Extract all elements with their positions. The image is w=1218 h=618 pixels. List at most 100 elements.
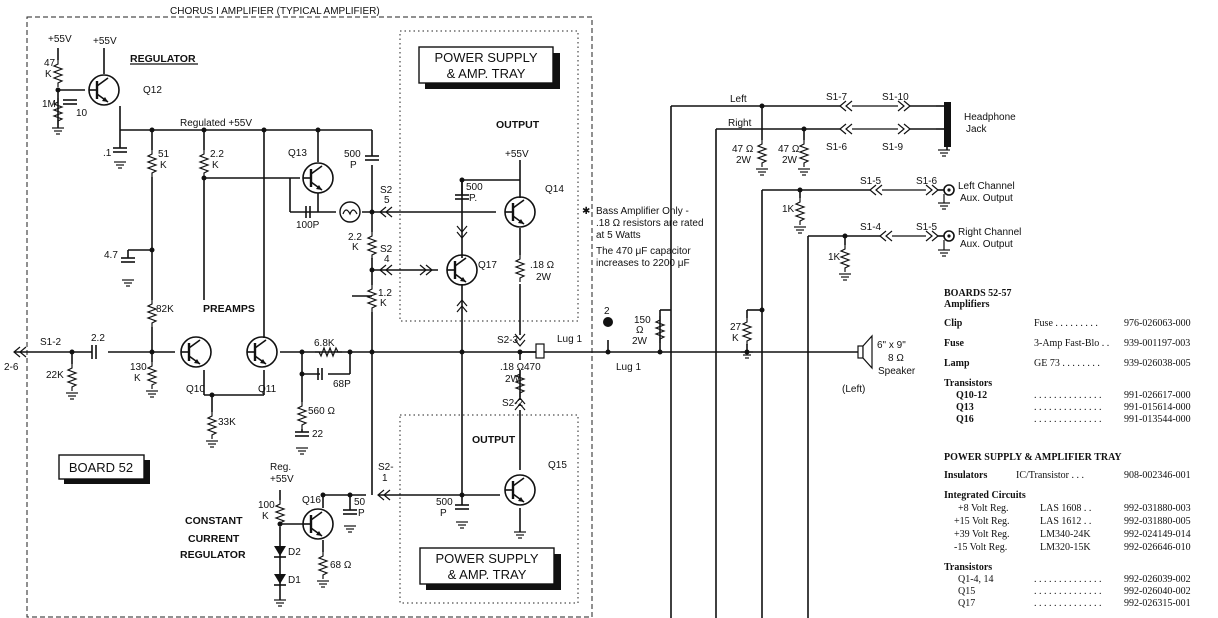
svg-text:POWER SUPPLY: POWER SUPPLY — [434, 50, 537, 65]
svg-text:992-026315-001: 992-026315-001 — [1124, 598, 1191, 609]
svg-text:50: 50 — [354, 497, 366, 508]
svg-text:Q14: Q14 — [545, 184, 564, 195]
svg-text:K: K — [212, 160, 219, 171]
svg-text:Integrated Circuits: Integrated Circuits — [944, 490, 1026, 501]
transistor-q16 — [301, 507, 335, 541]
svg-text:Insulators: Insulators — [944, 470, 987, 481]
svg-text:REGULATOR: REGULATOR — [130, 53, 196, 65]
svg-text:Speaker: Speaker — [878, 366, 916, 377]
svg-text:K: K — [262, 511, 269, 522]
svg-text:Transistors: Transistors — [944, 378, 992, 389]
svg-text:150: 150 — [634, 315, 651, 326]
transistor-q13 — [301, 161, 335, 195]
svg-text:10: 10 — [76, 108, 88, 119]
svg-text:.18 Ω: .18 Ω — [500, 362, 525, 373]
svg-text:K: K — [352, 242, 359, 253]
transistor-q10 — [179, 335, 213, 369]
svg-text:2.2: 2.2 — [348, 232, 362, 243]
svg-text:130: 130 — [130, 362, 147, 373]
svg-text:K: K — [160, 160, 167, 171]
svg-text:1.2: 1.2 — [378, 288, 392, 299]
svg-text:Q17: Q17 — [958, 598, 975, 609]
svg-text:✱: ✱ — [582, 206, 590, 217]
svg-text:6.8K: 6.8K — [314, 338, 335, 349]
svg-text:Q15: Q15 — [958, 586, 975, 597]
svg-text:1K: 1K — [782, 204, 795, 215]
svg-text:.18 Ω resistors are rated: .18 Ω resistors are rated — [596, 218, 704, 229]
svg-text:POWER SUPPLY & AMPLIFIER TRAY: POWER SUPPLY & AMPLIFIER TRAY — [944, 452, 1122, 463]
parts-list: BOARDS 52-57 Amplifiers Clip Fuse . . . … — [944, 288, 1191, 609]
svg-text:S1-10: S1-10 — [882, 92, 909, 103]
svg-text:992-026646-010: 992-026646-010 — [1124, 542, 1191, 553]
wiring — [14, 48, 944, 618]
transistor-q12 — [87, 73, 121, 107]
svg-text:+55V: +55V — [48, 34, 72, 45]
svg-text:Right: Right — [728, 118, 752, 129]
svg-text:(Left): (Left) — [842, 384, 865, 395]
svg-text:S1-9: S1-9 — [882, 142, 904, 153]
svg-text:.18 Ω: .18 Ω — [530, 260, 555, 271]
svg-text:2W: 2W — [536, 272, 552, 283]
svg-text:Fuse: Fuse — [944, 338, 965, 349]
svg-text:S1-5: S1-5 — [860, 176, 882, 187]
svg-text:. . . . . . . . . . . . . .: . . . . . . . . . . . . . . — [1034, 574, 1102, 585]
note-text: ✱ Bass Amplifier Only - .18 Ω resistors … — [582, 206, 704, 269]
svg-text:+55V: +55V — [270, 474, 294, 485]
svg-text:Amplifiers: Amplifiers — [944, 299, 990, 310]
svg-text:LM340-24K: LM340-24K — [1040, 529, 1091, 540]
svg-text:2W: 2W — [505, 374, 521, 385]
svg-text:S2-3: S2-3 — [497, 335, 519, 346]
svg-text:992-026039-002: 992-026039-002 — [1124, 574, 1191, 585]
svg-text:Aux. Output: Aux. Output — [960, 193, 1013, 204]
svg-text:4.7: 4.7 — [104, 250, 118, 261]
svg-text:68 Ω: 68 Ω — [330, 560, 352, 571]
svg-text:+39 Volt Reg.: +39 Volt Reg. — [954, 529, 1010, 540]
svg-text:1: 1 — [382, 473, 388, 484]
svg-text:S2: S2 — [380, 244, 393, 255]
svg-text:P: P — [350, 160, 357, 171]
svg-text:Lamp: Lamp — [944, 358, 970, 369]
svg-text:S2-2: S2-2 — [502, 398, 524, 409]
svg-text:500: 500 — [466, 182, 483, 193]
svg-text:S1-6: S1-6 — [916, 176, 938, 187]
svg-text:Q11: Q11 — [258, 384, 277, 395]
svg-text:K: K — [134, 373, 141, 384]
svg-text:500: 500 — [344, 149, 361, 160]
svg-text:P: P — [358, 508, 365, 519]
svg-text:991-013544-000: 991-013544-000 — [1124, 414, 1191, 425]
svg-text:OUTPUT: OUTPUT — [472, 434, 516, 446]
svg-text:. . . . . . . . . . . . . .: . . . . . . . . . . . . . . — [1034, 414, 1102, 425]
svg-text:increases to 2200 μF: increases to 2200 μF — [596, 258, 690, 269]
svg-text:Clip: Clip — [944, 318, 963, 329]
svg-text:3-Amp Fast-Blo . .: 3-Amp Fast-Blo . . — [1034, 338, 1109, 349]
svg-text:S2-: S2- — [378, 462, 394, 473]
svg-text:.1: .1 — [103, 148, 112, 159]
svg-text:K: K — [45, 69, 52, 80]
svg-text:REGULATOR: REGULATOR — [180, 549, 246, 561]
svg-text:Ω: Ω — [636, 325, 644, 336]
capacitors — [62, 99, 545, 515]
svg-text:Q10: Q10 — [186, 384, 205, 395]
svg-text:& AMP. TRAY: & AMP. TRAY — [447, 66, 526, 81]
svg-text:992-031880-005: 992-031880-005 — [1124, 516, 1191, 527]
svg-text:47 Ω: 47 Ω — [778, 144, 800, 155]
svg-text:Regulated +55V: Regulated +55V — [180, 118, 252, 129]
svg-text:D1: D1 — [288, 575, 301, 586]
svg-text:Bass Amplifier Only -: Bass Amplifier Only - — [596, 206, 689, 217]
svg-text:Transistors: Transistors — [944, 562, 992, 573]
svg-text:27: 27 — [730, 322, 742, 333]
svg-text:+15 Volt Reg.: +15 Volt Reg. — [954, 516, 1010, 527]
svg-text:2W: 2W — [736, 155, 752, 166]
svg-text:PREAMPS: PREAMPS — [203, 303, 255, 315]
transistor-q14 — [503, 195, 537, 229]
svg-text:6" x 9": 6" x 9" — [877, 340, 906, 351]
svg-text:22K: 22K — [46, 370, 64, 381]
svg-text:992-026040-002: 992-026040-002 — [1124, 586, 1191, 597]
diodes — [274, 545, 286, 600]
svg-text:Q10-12: Q10-12 — [956, 390, 987, 401]
svg-text:IC/Transistor . . .: IC/Transistor . . . — [1016, 470, 1084, 481]
svg-text:Left: Left — [730, 94, 747, 105]
component-labels: +55V +55V REGULATOR Q12 47 K 1M 10 .1 Re… — [4, 34, 641, 586]
aux-jack-left-icon — [943, 184, 955, 203]
